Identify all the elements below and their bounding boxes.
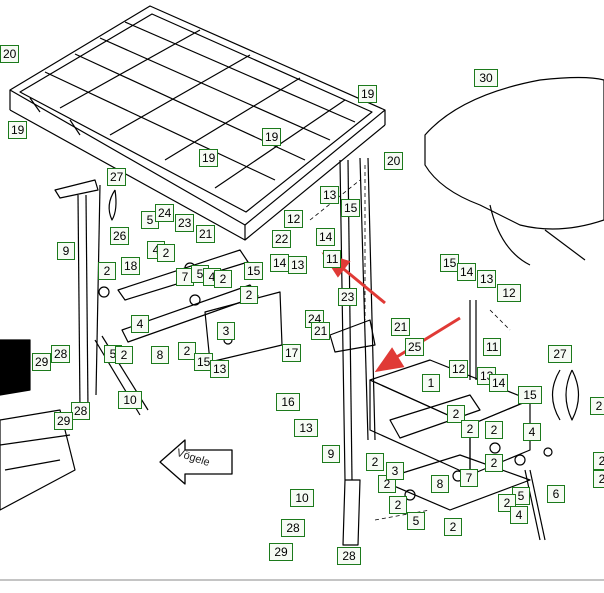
callout: 13 (294, 419, 318, 437)
callout: 22 (272, 230, 292, 248)
callout: 14 (270, 254, 290, 272)
callout: 2 (447, 405, 465, 423)
callout: 30 (474, 69, 498, 87)
callout: 2 (115, 346, 133, 364)
callout: 16 (276, 393, 300, 411)
callout: 28 (71, 402, 91, 420)
callout: 28 (51, 345, 71, 363)
callout: 19 (262, 128, 282, 146)
callout: 5 (407, 512, 425, 530)
callout: 14 (489, 374, 509, 392)
callout: 25 (405, 338, 425, 356)
callout: 27 (548, 345, 572, 363)
callout: 19 (8, 121, 28, 139)
callout: 8 (431, 475, 449, 493)
callout: 15 (244, 262, 264, 280)
callout: 9 (57, 242, 75, 260)
callout: 28 (337, 547, 361, 565)
callout: 10 (290, 489, 314, 507)
callout: 2 (485, 454, 503, 472)
callout: 29 (32, 353, 52, 371)
callout: 27 (107, 168, 127, 186)
callout: 21 (196, 225, 216, 243)
callout: 10 (118, 391, 142, 409)
callout: 2 (485, 421, 503, 439)
callout: 2 (593, 470, 604, 488)
callout: 24 (155, 204, 175, 222)
callout: 4 (510, 506, 528, 524)
callout: 29 (54, 412, 74, 430)
brand-arrow-outline (159, 439, 233, 485)
callout: 4 (523, 423, 541, 441)
callout: 13 (477, 270, 497, 288)
callout: 2 (461, 420, 479, 438)
callout: 12 (449, 360, 469, 378)
callout: 3 (217, 322, 235, 340)
callout: 14 (457, 263, 477, 281)
callout: 2 (214, 270, 232, 288)
machine-base (0, 339, 76, 511)
callout: 23 (338, 288, 358, 306)
callout: 2 (590, 397, 604, 415)
callout: 2 (178, 342, 196, 360)
callout: 19 (358, 85, 378, 103)
callout: 2 (593, 452, 604, 470)
callout: 21 (391, 318, 411, 336)
callout: 1 (422, 374, 440, 392)
callout: 14 (316, 228, 336, 246)
callout: 2 (240, 286, 258, 304)
callout: 15 (341, 199, 361, 217)
callout: 6 (547, 485, 565, 503)
callout: 7 (460, 469, 478, 487)
callout: 3 (386, 462, 404, 480)
callout: 13 (320, 186, 340, 204)
callout: 2 (389, 496, 407, 514)
callout: 11 (483, 338, 502, 356)
callout: 13 (288, 256, 308, 274)
callout: 19 (199, 149, 219, 167)
callout: 28 (281, 519, 305, 537)
callout: 2 (444, 518, 462, 536)
callout: 2 (366, 453, 384, 471)
callout: 20 (0, 45, 20, 63)
callout: 17 (282, 344, 302, 362)
cover-part (424, 76, 604, 266)
callout: 12 (284, 210, 304, 228)
callout: 18 (121, 257, 141, 275)
callout: 12 (497, 284, 521, 302)
callout: 2 (98, 262, 116, 280)
callout: 26 (110, 227, 130, 245)
chains (108, 189, 580, 421)
right-support (329, 157, 376, 546)
callout: 8 (151, 346, 169, 364)
callout: 15 (518, 386, 542, 404)
callout: 9 (322, 445, 340, 463)
callout: 20 (384, 152, 404, 170)
callout: 29 (269, 543, 293, 561)
callout: 21 (311, 322, 331, 340)
callout: 4 (131, 315, 149, 333)
callout: 13 (210, 360, 230, 378)
callout: 2 (157, 244, 175, 262)
left-support (54, 179, 283, 416)
callout: 23 (175, 214, 195, 232)
callout: 11 (323, 250, 342, 268)
